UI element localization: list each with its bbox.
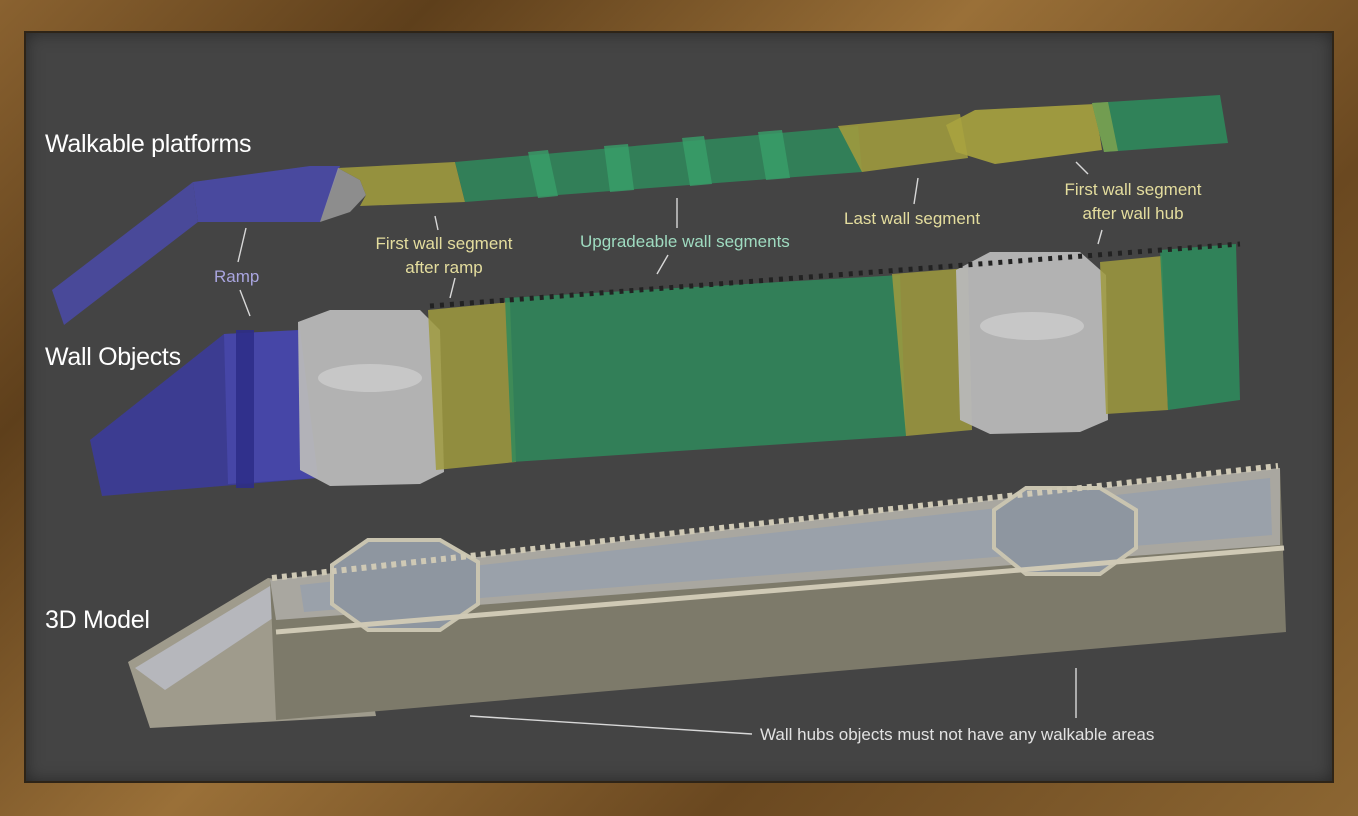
wall-hub-object-1 — [298, 310, 444, 486]
ramp-leader — [237, 227, 247, 263]
first-segment-after-ramp-object — [428, 302, 516, 470]
upgradeable-platform — [455, 126, 862, 202]
ramp-platform — [52, 182, 198, 325]
leader-lines — [237, 161, 1103, 735]
ramp-junction — [320, 168, 366, 222]
model-hub-1 — [330, 538, 480, 632]
wall-hub-object-2 — [956, 252, 1108, 434]
hubs-note-leader-1 — [469, 715, 753, 735]
upgradeable-platform-band-4 — [758, 130, 790, 180]
model-crenellations — [271, 463, 1279, 581]
upgradeable-callout: Upgradeable wall segments — [580, 232, 790, 251]
upgradeable-wall-object — [505, 275, 906, 462]
last-segment-platform — [838, 114, 968, 172]
wall-objects-label: Wall Objects — [45, 343, 181, 371]
first-after-hub-line-2: after wall hub — [1082, 204, 1184, 223]
model-lower-trim — [275, 545, 1285, 635]
ramp-leader-2 — [239, 289, 251, 317]
first-after-hub-leader-2 — [1097, 229, 1103, 245]
first-after-hub-leader — [1075, 161, 1089, 175]
wall-hub-object-2-rim — [980, 312, 1084, 340]
model-label: 3D Model — [45, 606, 150, 634]
first-after-ramp-leader-2 — [449, 277, 456, 299]
walkable-platforms-strip — [52, 95, 1228, 325]
hub-junction-platform — [946, 104, 1102, 164]
last-segment-leader — [913, 177, 919, 205]
hubs-note-callout: Wall hubs objects must not have any walk… — [760, 725, 1155, 744]
first-after-ramp-line-2: after ramp — [405, 258, 483, 277]
first-after-ramp-leader — [434, 215, 439, 231]
after-hub-green-object — [1160, 244, 1240, 410]
first-segment-after-hub-platform — [1092, 95, 1228, 152]
last-segment-object — [892, 268, 972, 436]
upgradeable-platform-band-2 — [604, 144, 634, 192]
first-segment-after-ramp-platform — [338, 162, 465, 206]
upgradeable-platform-bands — [528, 150, 558, 198]
upgradeable-leader-2 — [656, 254, 669, 275]
model-strip — [128, 463, 1286, 728]
wall-hub-object-1-rim — [318, 364, 422, 392]
model-ramp-walkway — [135, 586, 300, 690]
after-hub-band — [1092, 102, 1118, 152]
ramp-pillar — [236, 330, 254, 488]
ramp-callout: Ramp — [214, 267, 260, 286]
first-after-hub-line-1: First wall segment — [1064, 180, 1202, 199]
last-segment-callout: Last wall segment — [844, 209, 981, 228]
first-segment-after-hub-object — [1100, 256, 1168, 414]
model-hub-2 — [992, 486, 1138, 576]
upgradeable-platform-band-3 — [682, 136, 712, 186]
first-after-ramp-callout: First wall segment after ramp — [352, 232, 536, 280]
wall-objects-strip — [90, 241, 1241, 496]
first-after-hub-callout: First wall segment after wall hub — [1056, 178, 1210, 226]
ramp-platform-top — [193, 166, 340, 222]
walkable-platforms-label: Walkable platforms — [45, 130, 252, 158]
first-after-ramp-line-1: First wall segment — [375, 234, 513, 253]
